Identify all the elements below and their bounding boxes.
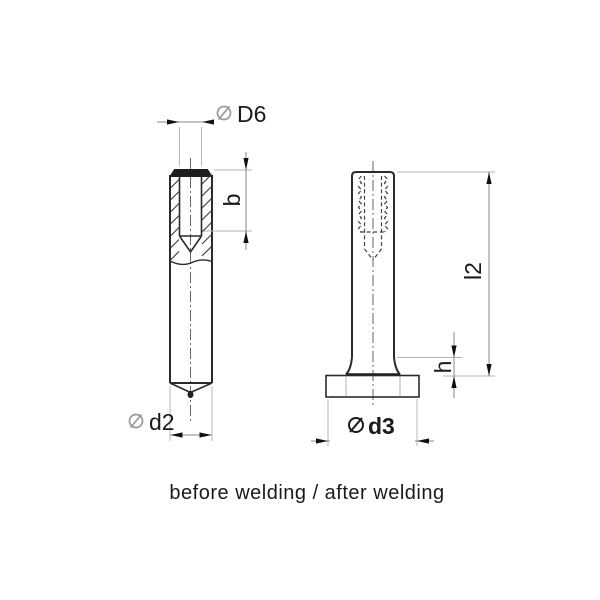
break-line — [169, 259, 213, 266]
dim-label-h: h — [430, 361, 456, 374]
threaded-hole — [178, 176, 203, 254]
arrow-left-icon — [202, 119, 214, 125]
arrow-down-icon — [486, 364, 492, 376]
dimension-d2: d2 — [128, 386, 213, 441]
arrow-down-icon — [451, 345, 457, 358]
arrow-left-icon — [417, 438, 429, 444]
dim-label-b: b — [219, 194, 245, 207]
dim-label-d3: d3 — [368, 413, 395, 439]
dimension-l2: l2 — [397, 171, 495, 377]
ignition-tip-icon — [187, 390, 194, 399]
arrow-right-icon — [167, 119, 179, 125]
stud-body-outline — [169, 175, 213, 384]
arrow-right-icon — [199, 432, 212, 438]
dimension-d3: d3 — [311, 399, 434, 446]
stud-top-face — [169, 169, 213, 177]
dim-label-d2: d2 — [149, 409, 175, 435]
drawing-caption: before welding / after welding — [169, 482, 444, 504]
dimension-h: h — [397, 332, 462, 398]
diameter-symbol-icon — [216, 105, 232, 121]
before-welding-view: D6 b d2 — [128, 101, 266, 441]
after-welding-view: l2 h d3 — [311, 161, 495, 446]
flange-outline — [325, 374, 420, 398]
extension-lines — [327, 399, 418, 446]
dimension-d6: D6 — [157, 101, 266, 166]
section-hatching — [170, 174, 212, 261]
diameter-symbol-icon — [128, 413, 144, 429]
hidden-thread — [357, 175, 389, 261]
arrow-down-icon — [243, 158, 249, 170]
arrow-up-icon — [486, 172, 492, 184]
extension-lines — [397, 171, 495, 377]
arrow-right-icon — [316, 438, 328, 444]
diameter-symbol-icon — [348, 417, 364, 433]
dim-label-l2: l2 — [460, 262, 486, 280]
dimension-b: b — [204, 152, 252, 250]
collar-projection-lines — [345, 376, 401, 397]
arrow-left-icon — [170, 432, 183, 438]
arrow-up-icon — [243, 231, 249, 243]
arrow-up-icon — [451, 376, 457, 388]
dim-label-d6: D6 — [237, 101, 266, 127]
extension-lines — [179, 127, 202, 166]
extension-lines — [169, 386, 213, 441]
